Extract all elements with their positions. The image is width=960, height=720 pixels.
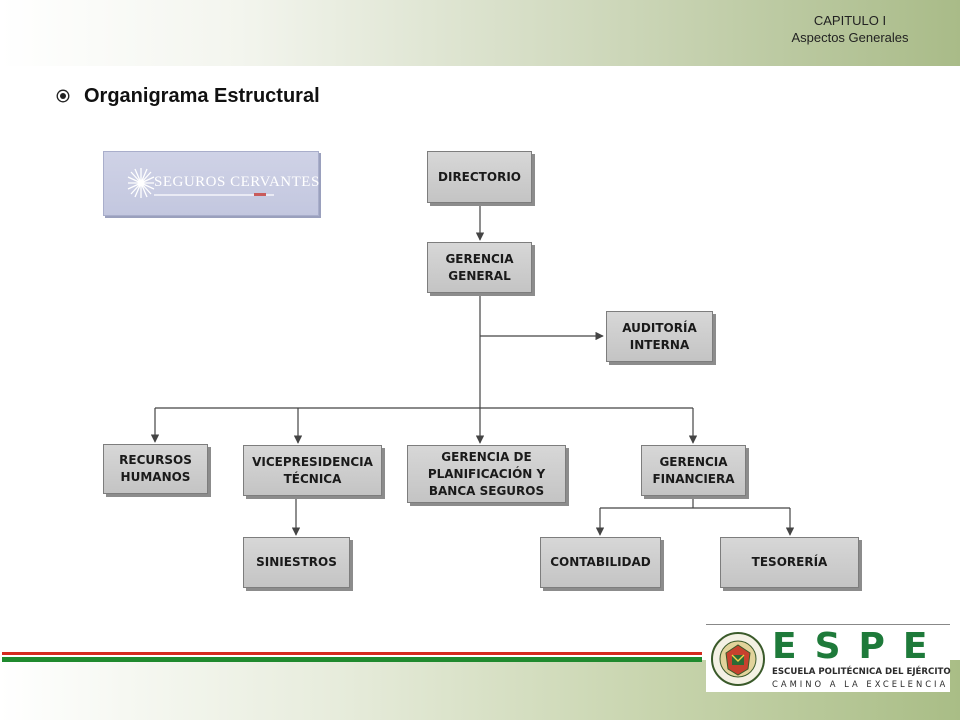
header-band — [0, 0, 960, 66]
node-siniestros: SINIESTROS — [243, 537, 350, 588]
chapter-number: CAPITULO I — [813, 13, 887, 28]
espe-seal-icon — [711, 632, 765, 686]
node-tesoreria: TESORERÍA — [720, 537, 859, 588]
espe-letters: ESPE — [772, 626, 946, 667]
espe-logo: ESPE ESCUELA POLITÉCNICA DEL EJÉRCITO CA… — [706, 624, 951, 692]
logo-flag-mark — [254, 193, 266, 196]
company-logo-text: SEGUROS CERVANTES — [154, 174, 320, 190]
node-vicepresidencia-tecnica: VICEPRESIDENCIA TÉCNICA — [243, 445, 382, 496]
footer-stripe-red — [2, 652, 702, 655]
star-burst-icon — [127, 168, 155, 198]
node-directorio: DIRECTORIO — [427, 151, 532, 203]
footer-stripe-green — [2, 657, 702, 660]
footer-stripe-white — [2, 655, 702, 657]
node-contabilidad: CONTABILIDAD — [540, 537, 661, 588]
footer-stripe-green-2 — [2, 660, 702, 662]
slide-heading: Organigrama Estructural — [56, 84, 320, 108]
node-auditoria-interna: AUDITORÍA INTERNA — [606, 311, 713, 362]
node-gerencia-financiera: GERENCIA FINANCIERA — [641, 445, 746, 496]
company-logo: SEGUROS CERVANTES — [103, 151, 319, 216]
node-recursos-humanos: RECURSOS HUMANOS — [103, 444, 208, 494]
logo-underline — [154, 194, 274, 196]
espe-institution-name: ESCUELA POLITÉCNICA DEL EJÉRCITO — [772, 667, 951, 677]
espe-motto: CAMINO A LA EXCELENCIA — [772, 679, 949, 689]
node-gerencia-general: GERENCIA GENERAL — [427, 242, 532, 293]
chapter-title: Aspectos Generales — [791, 30, 909, 45]
chapter-label: CAPITULO I Aspectos Generales — [770, 12, 930, 46]
node-gerencia-planificacion: GERENCIA DE PLANIFICACIÓN Y BANCA SEGURO… — [407, 445, 566, 503]
radio-bullet-icon — [56, 89, 70, 103]
slide-title: Organigrama Estructural — [84, 84, 320, 107]
